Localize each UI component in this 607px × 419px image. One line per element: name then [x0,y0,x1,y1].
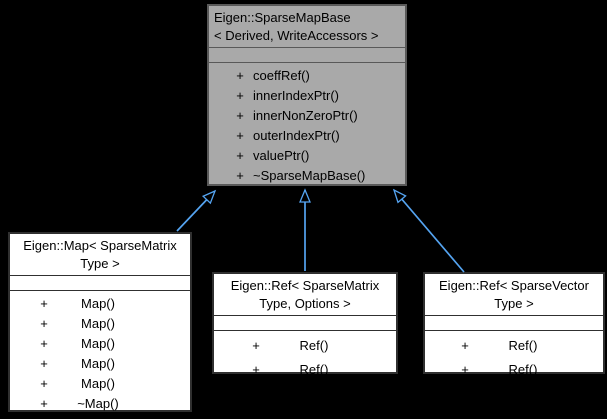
method-row: + outerIndexPtr() [209,126,405,146]
visibility-plus: + [40,356,48,371]
visibility-plus: + [40,376,48,391]
methods-section: + coeffRef() + innerIndexPtr() + innerNo… [209,63,405,186]
inheritance-arrow-refvector-to-base [392,188,465,273]
methods-section: + Map() + Map() + Map() + Map() + Map() … [10,291,190,414]
method-name: outerIndexPtr() [253,128,340,143]
method-row: + Ref() [425,334,603,358]
class-title-line: Eigen::Map< SparseMatrix [23,238,177,253]
method-name: Map() [81,376,115,391]
method-row: + Map() [10,314,190,334]
class-title-line: Eigen::Ref< SparseVector [439,278,589,293]
class-node-ref-sparsematrix[interactable]: Eigen::Ref< SparseMatrix Type, Options >… [212,272,398,377]
class-title-line: < Derived, WriteAccessors > [214,28,379,43]
attributes-section-empty [425,316,603,331]
class-title-line: Eigen::SparseMapBase [214,10,351,25]
visibility-plus: + [236,88,244,103]
visibility-plus: + [236,68,244,83]
class-title: Eigen::SparseMapBase < Derived, WriteAcc… [209,6,405,48]
method-name: Ref() [508,362,538,377]
method-name: ~Map() [77,396,119,411]
method-row: + Ref() [214,334,396,358]
method-row: + Map() [10,354,190,374]
attributes-section-empty [209,48,405,63]
method-name: ~SparseMapBase() [253,168,366,183]
method-name: Ref() [508,338,538,353]
visibility-plus: + [236,168,244,183]
method-row: + valuePtr() [209,146,405,166]
method-name: Ref() [299,362,329,377]
class-title-line: Type, Options > [259,296,351,311]
method-name: Ref() [299,338,329,353]
visibility-plus: + [40,316,48,331]
method-row: + Ref() [425,358,603,382]
method-row: + innerNonZeroPtr() [209,106,405,126]
method-name: Map() [81,296,115,311]
method-name: Map() [81,356,115,371]
visibility-plus: + [236,148,244,163]
method-row: + innerIndexPtr() [209,86,405,106]
methods-section: + Ref() + Ref() [425,331,603,382]
method-row: + ~Map() [10,394,190,414]
method-row: + Map() [10,294,190,314]
inheritance-arrow-map-to-base [176,189,217,232]
visibility-plus: + [40,296,48,311]
methods-section: + Ref() + Ref() [214,331,396,382]
method-row: + coeffRef() [209,66,405,86]
class-title-line: Eigen::Ref< SparseMatrix [230,278,380,293]
method-name: Map() [81,316,115,331]
class-title: Eigen::Map< SparseMatrix Type > [10,234,190,276]
method-row: + ~SparseMapBase() [209,166,405,186]
class-title-line: Type > [494,296,534,311]
method-name: Map() [81,336,115,351]
visibility-plus: + [252,338,260,353]
visibility-plus: + [236,108,244,123]
visibility-plus: + [40,336,48,351]
class-node-sparsemapbase[interactable]: Eigen::SparseMapBase < Derived, WriteAcc… [207,4,407,186]
attributes-section-empty [214,316,396,331]
class-node-map-sparsematrix[interactable]: Eigen::Map< SparseMatrix Type > + Map() … [8,232,192,412]
class-title: Eigen::Ref< SparseMatrix Type, Options > [214,274,396,316]
method-row: + Map() [10,334,190,354]
visibility-plus: + [461,362,469,377]
method-name: innerNonZeroPtr() [253,108,358,123]
method-name: valuePtr() [253,148,310,163]
class-node-ref-sparsevector[interactable]: Eigen::Ref< SparseVector Type > + Ref() … [423,272,605,377]
method-name: innerIndexPtr() [253,88,339,103]
method-row: + Ref() [214,358,396,382]
class-title-line: Type > [80,256,120,271]
visibility-plus: + [461,338,469,353]
visibility-plus: + [40,396,48,411]
method-row: + Map() [10,374,190,394]
visibility-plus: + [236,128,244,143]
method-name: coeffRef() [253,68,310,83]
attributes-section-empty [10,276,190,291]
class-title: Eigen::Ref< SparseVector Type > [425,274,603,316]
visibility-plus: + [252,362,260,377]
